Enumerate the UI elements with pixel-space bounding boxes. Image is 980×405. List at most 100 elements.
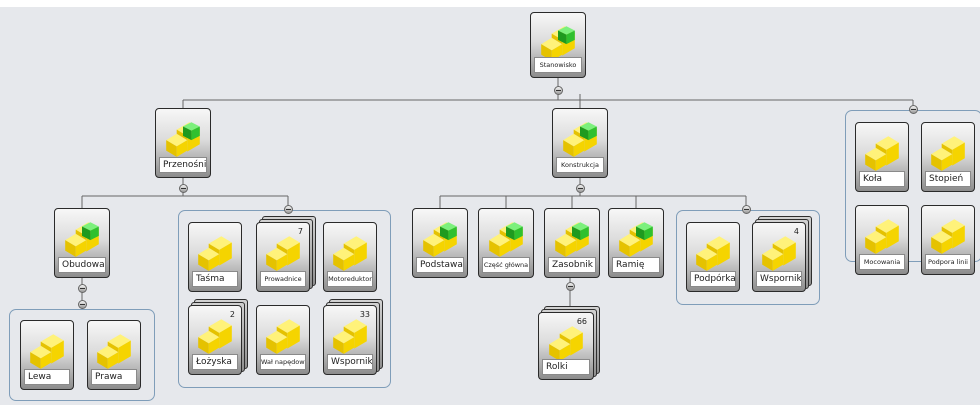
collapse-toggle[interactable] bbox=[78, 284, 87, 293]
node-obudowa[interactable]: Obudowa bbox=[54, 208, 110, 278]
part-icon bbox=[266, 319, 300, 354]
collapse-toggle[interactable] bbox=[78, 300, 87, 309]
instance-count-badge: 33 bbox=[359, 310, 370, 319]
node-przenosnik[interactable]: Przenośnik bbox=[155, 108, 211, 178]
collapse-toggle[interactable] bbox=[179, 184, 188, 193]
node-card: Lewa bbox=[20, 320, 74, 390]
node-card: Prowadnice 7 bbox=[256, 222, 310, 292]
node-card: Prawa bbox=[87, 320, 141, 390]
node-card: Motoreduktor bbox=[323, 222, 377, 292]
collapse-toggle[interactable] bbox=[742, 205, 751, 214]
node-lewa[interactable]: Lewa bbox=[20, 320, 74, 390]
node-label: Przenośnik bbox=[159, 157, 207, 173]
node-podpora[interactable]: Podpora linii bbox=[921, 205, 975, 275]
node-prawa[interactable]: Prawa bbox=[87, 320, 141, 390]
part-icon bbox=[198, 236, 232, 271]
node-label: Zasobnik bbox=[548, 257, 596, 273]
node-card: Podpórka bbox=[686, 222, 740, 292]
node-podporka[interactable]: Podpórka bbox=[686, 222, 740, 292]
node-tasma[interactable]: Taśma bbox=[188, 222, 242, 292]
part-icon bbox=[333, 236, 367, 271]
part-icon bbox=[931, 136, 965, 171]
part-icon bbox=[696, 236, 730, 271]
node-card: Konstrukcja bbox=[552, 108, 608, 178]
node-card: Rolki 66 bbox=[538, 312, 594, 380]
node-root[interactable]: Stanowisko bbox=[530, 12, 586, 78]
node-label: Łożyska bbox=[192, 354, 238, 370]
collapse-toggle[interactable] bbox=[566, 282, 575, 291]
node-konstrukcja[interactable]: Konstrukcja bbox=[552, 108, 608, 178]
collapse-toggle[interactable] bbox=[576, 184, 585, 193]
node-card: Przenośnik bbox=[155, 108, 211, 178]
node-label: Motoreduktor bbox=[327, 271, 373, 287]
node-label: Podpora linii bbox=[925, 254, 971, 270]
node-card: Podstawa bbox=[412, 208, 468, 278]
node-label: Stanowisko bbox=[534, 57, 582, 73]
node-mocowania[interactable]: Mocowania bbox=[855, 205, 909, 275]
node-label: Stopień bbox=[925, 171, 971, 187]
part-icon bbox=[333, 319, 367, 354]
part-icon bbox=[266, 236, 300, 271]
node-label: Podstawa bbox=[416, 257, 464, 273]
assembly-icon bbox=[166, 122, 200, 157]
node-motoreduktor[interactable]: Motoreduktor bbox=[323, 222, 377, 292]
instance-count-badge: 4 bbox=[793, 227, 799, 236]
node-rolki[interactable]: Rolki 66 bbox=[538, 306, 600, 380]
node-label: Lewa bbox=[24, 369, 70, 385]
part-icon bbox=[30, 334, 64, 369]
node-wal[interactable]: Wał napędowy bbox=[256, 305, 310, 375]
node-card: Wał napędowy bbox=[256, 305, 310, 375]
node-card: Stopień bbox=[921, 122, 975, 192]
node-card: Stanowisko bbox=[530, 12, 586, 78]
assembly-icon bbox=[423, 222, 457, 257]
node-label: Konstrukcja bbox=[556, 157, 604, 173]
instance-count-badge: 2 bbox=[229, 310, 235, 319]
part-icon bbox=[865, 219, 899, 254]
node-label: Prowadnice bbox=[260, 271, 306, 287]
assembly-icon bbox=[563, 122, 597, 157]
part-icon bbox=[549, 326, 583, 361]
assembly-icon bbox=[65, 222, 99, 257]
node-label: Część główna bbox=[482, 257, 530, 273]
node-label: Koła bbox=[859, 171, 905, 187]
node-label: Taśma bbox=[192, 271, 238, 287]
node-label: Podpórka bbox=[690, 271, 736, 287]
collapse-toggle[interactable] bbox=[909, 105, 918, 114]
node-zasobnik[interactable]: Zasobnik bbox=[544, 208, 600, 278]
node-card: Podpora linii bbox=[921, 205, 975, 275]
top-strip bbox=[0, 0, 980, 7]
node-lozyska[interactable]: Łożyska 2 bbox=[188, 299, 248, 375]
node-czesc[interactable]: Część główna bbox=[478, 208, 534, 278]
node-podstawa[interactable]: Podstawa bbox=[412, 208, 468, 278]
node-label: Ramię bbox=[612, 257, 660, 273]
part-icon bbox=[931, 219, 965, 254]
part-icon bbox=[198, 319, 232, 354]
node-label: Obudowa bbox=[58, 257, 106, 273]
node-card: Wsporniki 33 bbox=[323, 305, 377, 375]
node-label: Prawa bbox=[91, 369, 137, 385]
node-kola[interactable]: Koła bbox=[855, 122, 909, 192]
node-card: Obudowa bbox=[54, 208, 110, 278]
node-card: Część główna bbox=[478, 208, 534, 278]
instance-count-badge: 66 bbox=[576, 317, 587, 326]
node-card: Ramię bbox=[608, 208, 664, 278]
collapse-toggle[interactable] bbox=[284, 205, 293, 214]
assembly-icon bbox=[489, 222, 523, 257]
instance-count-badge: 7 bbox=[297, 227, 303, 236]
node-label: Mocowania bbox=[859, 254, 905, 270]
node-label: Wsporniki bbox=[327, 354, 373, 370]
node-label: Rolki bbox=[542, 359, 590, 375]
node-stopien[interactable]: Stopień bbox=[921, 122, 975, 192]
node-wsporniki[interactable]: Wsporniki 33 bbox=[323, 299, 383, 375]
node-card: Mocowania bbox=[855, 205, 909, 275]
node-card: Taśma bbox=[188, 222, 242, 292]
collapse-toggle[interactable] bbox=[554, 86, 563, 95]
node-prowadnice[interactable]: Prowadnice 7 bbox=[256, 216, 316, 292]
group-obudowa-children bbox=[9, 309, 155, 401]
part-icon bbox=[762, 236, 796, 271]
node-card: Koła bbox=[855, 122, 909, 192]
node-ramie[interactable]: Ramię bbox=[608, 208, 664, 278]
